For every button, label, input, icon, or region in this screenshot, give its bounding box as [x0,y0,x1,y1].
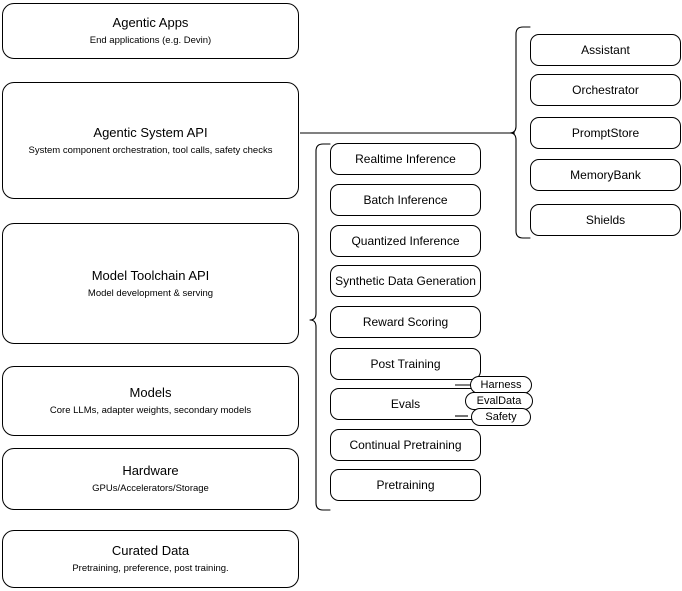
system-item-label: MemoryBank [570,167,641,182]
toolchain-item-realtime-inference[interactable]: Realtime Inference [330,143,481,175]
layer-curated-data[interactable]: Curated Data Pretraining, preference, po… [2,530,299,588]
toolchain-item-label: Pretraining [376,477,435,492]
toolchain-item-pretraining[interactable]: Pretraining [330,469,481,501]
layer-subtitle: GPUs/Accelerators/Storage [92,483,209,494]
layer-agentic-system-api[interactable]: Agentic System API System component orch… [2,82,299,199]
layer-title: Curated Data [111,543,190,558]
eval-subcomponent-evaldata[interactable]: EvalData [465,392,533,410]
toolchain-item-batch-inference[interactable]: Batch Inference [330,184,481,216]
system-item-memorybank[interactable]: MemoryBank [530,159,681,191]
toolchain-item-label: Quantized Inference [351,233,460,248]
toolchain-item-continual-pretraining[interactable]: Continual Pretraining [330,429,481,461]
eval-subcomponent-label: EvalData [476,394,522,407]
toolchain-item-quantized-inference[interactable]: Quantized Inference [330,225,481,257]
system-item-label: Orchestrator [572,82,639,97]
toolchain-item-label: Synthetic Data Generation [335,273,476,288]
toolchain-item-post-training[interactable]: Post Training [330,348,481,380]
system-item-orchestrator[interactable]: Orchestrator [530,74,681,106]
system-item-shields[interactable]: Shields [530,204,681,236]
bracket-toolchain-components [309,143,331,511]
toolchain-item-label: Evals [390,396,421,411]
layer-hardware[interactable]: Hardware GPUs/Accelerators/Storage [2,448,299,510]
system-item-label: Shields [585,212,626,227]
layer-title: Model Toolchain API [91,267,210,283]
bracket-system-components [509,26,531,239]
layer-subtitle: Model development & serving [87,287,214,299]
system-item-label: Assistant [581,42,630,57]
layer-subtitle: Pretraining, preference, post training. [72,563,229,574]
toolchain-item-label: Post Training [370,356,441,371]
layer-models[interactable]: Models Core LLMs, adapter weights, secon… [2,366,299,436]
eval-subcomponent-safety[interactable]: Safety [471,408,531,426]
system-item-label: PromptStore [571,125,640,140]
toolchain-item-label: Batch Inference [363,192,448,207]
layer-title: Hardware [122,463,179,478]
eval-subcomponent-harness[interactable]: Harness [470,376,532,394]
eval-subcomponent-label: Safety [485,410,517,423]
layer-subtitle: System component orchestration, tool cal… [28,144,273,156]
toolchain-item-synthetic-data-generation[interactable]: Synthetic Data Generation [330,265,481,297]
layer-model-toolchain-api[interactable]: Model Toolchain API Model development & … [2,223,299,344]
layer-agentic-apps[interactable]: Agentic Apps End applications (e.g. Devi… [2,3,299,59]
toolchain-item-label: Continual Pretraining [349,437,462,452]
toolchain-item-evals[interactable]: Evals [330,388,481,420]
toolchain-item-reward-scoring[interactable]: Reward Scoring [330,306,481,338]
layer-title: Agentic System API [93,124,208,140]
toolchain-item-label: Reward Scoring [362,314,449,329]
system-item-assistant[interactable]: Assistant [530,34,681,66]
layer-title: Agentic Apps [112,15,189,30]
layer-title: Models [129,385,172,400]
toolchain-item-label: Realtime Inference [355,151,456,166]
layer-subtitle: Core LLMs, adapter weights, secondary mo… [49,405,252,416]
eval-subcomponent-label: Harness [480,378,522,391]
system-item-promptstore[interactable]: PromptStore [530,117,681,149]
layer-subtitle: End applications (e.g. Devin) [89,35,212,46]
